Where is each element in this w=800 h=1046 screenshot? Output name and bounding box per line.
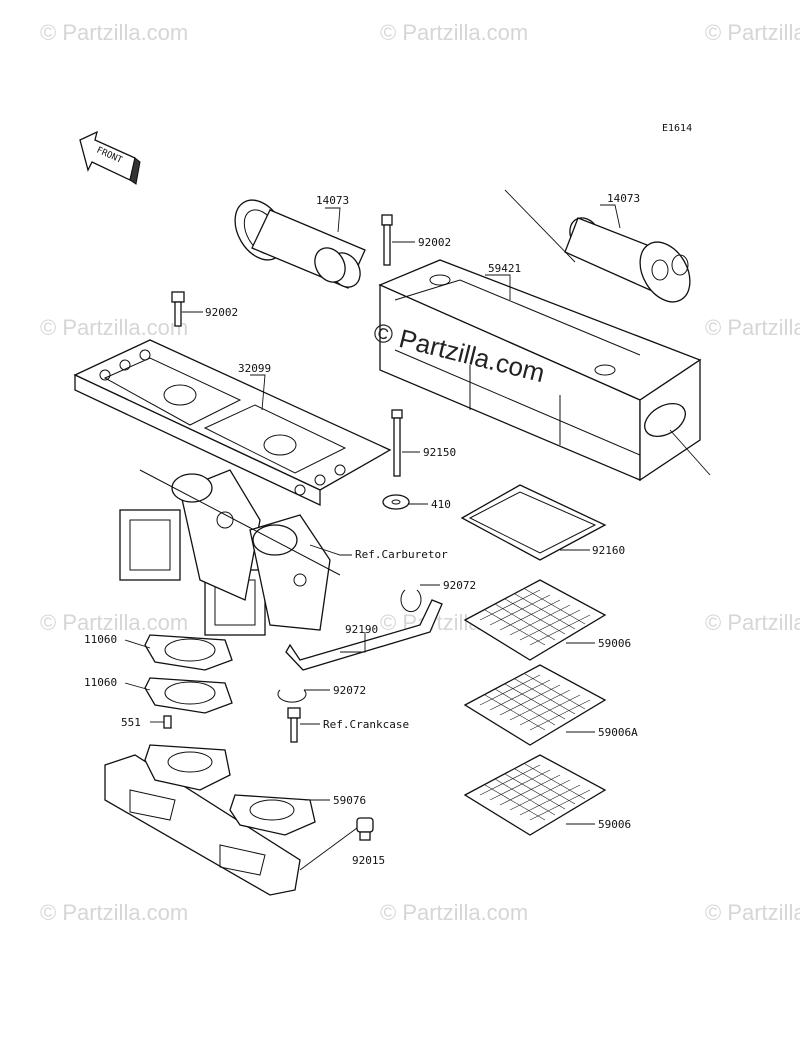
bolt-crankcase — [287, 707, 301, 743]
watermark: © Partzilla.com — [705, 20, 800, 45]
callout-labels: 14073 14073 92002 59421 92002 32099 9215… — [84, 192, 640, 867]
callout-32099: 32099 — [238, 362, 271, 375]
callout-59076: 59076 — [333, 794, 366, 807]
watermark: © Partzilla.com — [40, 900, 188, 925]
callout-59006-upper: 59006 — [598, 637, 631, 650]
leader-lines — [124, 204, 621, 871]
watermark: © Partzilla.com — [380, 20, 528, 45]
callout-92160: 92160 — [592, 544, 625, 557]
plug-92015 — [356, 817, 374, 841]
callout-92002-left: 92002 — [205, 306, 238, 319]
callout-59006-lower: 59006 — [598, 818, 631, 831]
clamp-92072-lower — [277, 689, 307, 703]
intake-manifold-59076 — [104, 744, 316, 896]
screen-59006-lower — [463, 754, 607, 836]
callout-410: 410 — [431, 498, 451, 511]
watermark: © Partzilla.com — [40, 610, 188, 635]
front-arrow-icon: FRONT — [79, 130, 141, 185]
watermark: © Partzilla.com — [705, 900, 800, 925]
clamp-92072-upper — [400, 589, 422, 613]
callout-92150: 92150 — [423, 446, 456, 459]
callout-ref-crankcase: Ref.Crankcase — [323, 718, 409, 731]
watermark: © Partzilla.com — [705, 315, 800, 340]
screen-59006A — [463, 664, 607, 746]
watermark-layer: © Partzilla.com © Partzilla.com © Partzi… — [40, 20, 800, 925]
callout-92190: 92190 — [345, 623, 378, 636]
callout-11060-lower: 11060 — [84, 676, 117, 689]
callout-92072-upper: 92072 — [443, 579, 476, 592]
callout-59421: 59421 — [488, 262, 521, 275]
pin-551 — [163, 715, 172, 729]
callout-14073-right: 14073 — [607, 192, 640, 205]
watermark: © Partzilla.com — [40, 20, 188, 45]
stud-92150 — [391, 409, 403, 477]
bolt-92002-left — [171, 291, 185, 327]
gasket-11060-lower — [144, 677, 233, 714]
callout-92015: 92015 — [352, 854, 385, 867]
callout-59006A: 59006A — [598, 726, 638, 739]
watermark: © Partzilla.com — [40, 315, 188, 340]
callout-92072-lower: 92072 — [333, 684, 366, 697]
diagram-code: E1614 — [662, 123, 692, 134]
callout-11060-upper: 11060 — [84, 633, 117, 646]
watermark: © Partzilla.com — [380, 900, 528, 925]
intake-tube-right — [564, 217, 691, 303]
intake-tube-left — [234, 199, 366, 289]
callout-14073-left: 14073 — [316, 194, 349, 207]
bolt-92002-top — [381, 214, 393, 266]
air-box-59421 — [378, 259, 702, 482]
callout-92002-top: 92002 — [418, 236, 451, 249]
cover-plate-32099 — [73, 339, 392, 507]
screen-59006-upper — [463, 579, 607, 661]
carburetor-assembly — [119, 469, 341, 636]
washer-410 — [382, 494, 410, 510]
gasket-92160 — [460, 484, 607, 561]
watermark: © Partzilla.com — [705, 610, 800, 635]
gasket-11060-upper — [144, 634, 233, 671]
callout-551: 551 — [121, 716, 141, 729]
callout-ref-carburetor: Ref.Carburetor — [355, 548, 448, 561]
hose-92190 — [285, 599, 443, 671]
